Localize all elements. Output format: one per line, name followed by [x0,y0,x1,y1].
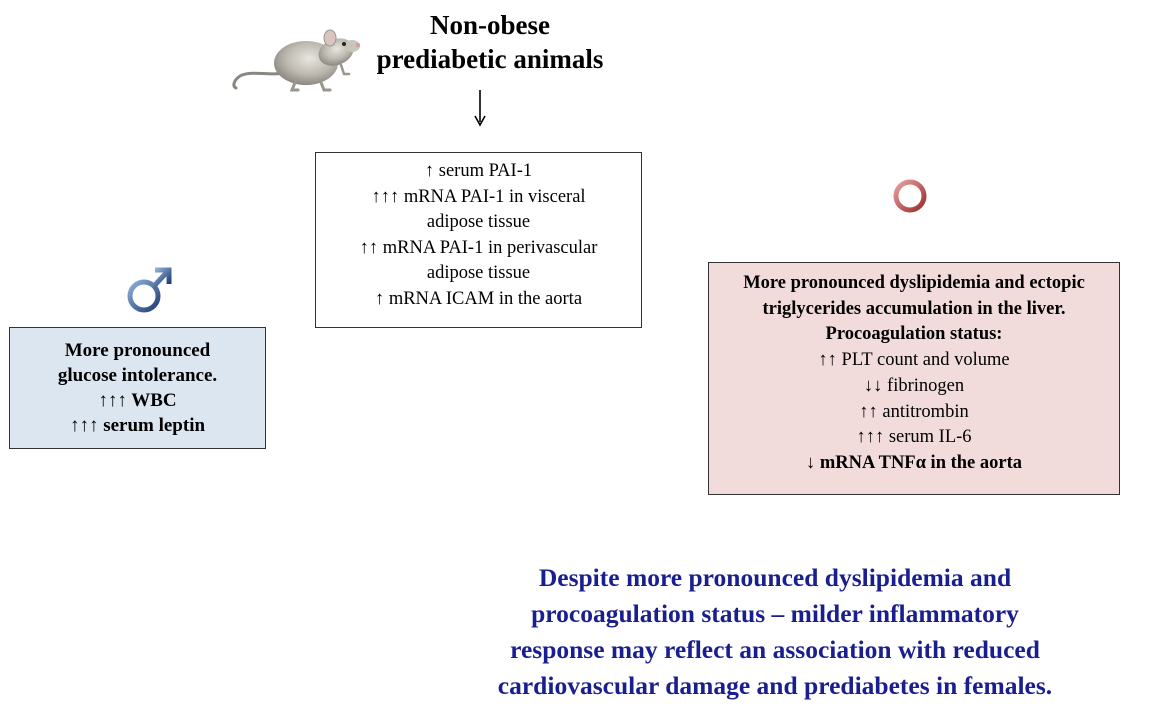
common-effect-item: ↑↑↑ mRNA PAI-1 in visceral [371,186,586,207]
female-effects-box: More pronounced dyslipidemia and ectopic… [708,262,1120,495]
male-effect-item: ↑↑↑ serum leptin [69,415,206,436]
female-effect-item: ↓ mRNA TNFα in the aorta [805,452,1023,473]
diagram-title: Non-obese prediabetic animals [340,8,640,76]
male-symbol-icon [127,267,172,313]
common-effects-box: ↑ serum PAI-1 ↑↑↑ mRNA PAI-1 in visceral… [315,152,642,328]
female-symbol-icon [893,179,927,240]
female-effect-item: triglycerides accumulation in the liver. [762,298,1066,319]
conclusion-line: procoagulation status – milder inflammat… [531,599,1019,628]
common-effect-item: adipose tissue [426,212,531,233]
conclusion-line: response may reflect an association with… [510,635,1040,664]
conclusion-line: cardiovascular damage and prediabetes in… [497,671,1053,700]
male-effect-item: glucose intolerance. [57,365,218,386]
male-effects-box: More pronounced glucose intolerance. ↑↑↑… [9,327,266,449]
male-effect-item: ↑↑↑ WBC [98,390,177,411]
female-effect-item: ↓↓ fibrinogen [863,375,965,396]
common-effect-item: adipose tissue [426,263,531,284]
common-effect-item: ↑↑ mRNA PAI-1 in perivascular [359,237,598,258]
female-effect-item: Procoagulation status: [825,324,1003,345]
title-line-2: prediabetic animals [376,44,604,74]
female-effect-item: More pronounced dyslipidemia and ectopic [743,273,1085,293]
down-arrow-icon [474,90,486,127]
conclusion-text: Despite more pronounced dyslipidemia and… [420,560,1130,704]
male-effect-item: More pronounced [64,340,211,361]
conclusion-line: Despite more pronounced dyslipidemia and [538,563,1012,592]
female-effect-item: ↑↑ PLT count and volume [818,350,1010,371]
common-effect-item: ↑ serum PAI-1 [424,161,533,181]
female-effect-item: ↑↑ antitrombin [859,401,969,422]
rat-icon [232,29,360,92]
title-line-1: Non-obese [430,10,550,40]
common-effect-item: ↑ mRNA ICAM in the aorta [374,288,583,309]
female-effect-item: ↑↑↑ serum IL-6 [856,427,972,448]
